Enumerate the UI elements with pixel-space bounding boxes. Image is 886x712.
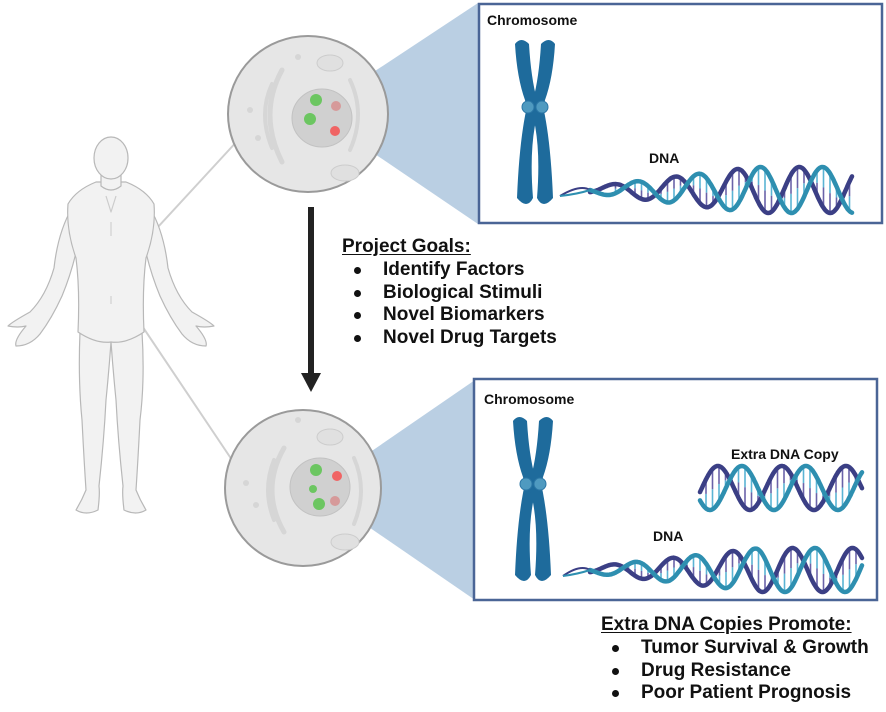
bottom-chromosome-label: Chromosome [484,391,575,407]
zoom-cone-bottom [315,380,475,600]
dna-tail [559,187,591,197]
extra-dna-effects-heading: Extra DNA Copies Promote: [601,614,852,635]
extra-dna-effect-item: Drug Resistance [601,660,869,683]
extra-dna-label: Extra DNA Copy [731,446,839,462]
nucleus-marker-green [304,113,316,125]
centromere [521,100,535,114]
nucleus-marker-red [332,471,342,481]
dna-helix-icon [559,164,855,216]
nucleus-marker-green [310,464,322,476]
dna-strand [587,545,865,595]
nucleus-marker-green [310,94,322,106]
cell-icon [227,35,389,193]
top-chromosome-label: Chromosome [487,12,578,28]
nucleus-marker-red [330,126,340,136]
centromere [533,477,547,491]
project-goal-item: Novel Drug Targets [343,327,557,350]
project-goal-item: Novel Biomarkers [343,304,557,327]
nucleus-marker-green [309,485,317,493]
chromatid-left [515,40,539,204]
dna-tail [562,569,591,577]
human-body-icon [7,136,215,514]
chromatid-left [513,417,537,581]
dna-strand [587,164,855,216]
dna-strand [587,545,865,595]
nucleus-marker-red [330,496,340,506]
nucleus-marker-red [331,101,341,111]
centromere [519,477,533,491]
extra-dna-effect-item: Poor Patient Prognosis [601,682,869,705]
chromatid-right [531,40,555,204]
project-goals-list: Identify Factors Biological Stimuli Nove… [343,259,557,349]
dna-tail [562,567,591,577]
extra-dna-effect-item: Tumor Survival & Growth [601,637,869,660]
extra-dna-effects-list: Tumor Survival & Growth Drug Resistance … [601,637,869,705]
dna-tail [559,189,591,197]
chromosome-icon [515,40,555,204]
project-goal-item: Identify Factors [343,259,557,282]
dna-helix-icon [562,545,865,595]
centromere [535,100,549,114]
arrow-down-icon [301,207,321,392]
project-goals-heading: Project Goals: [342,236,471,257]
zoom-cone-top [313,3,478,224]
chromosome-icon [513,417,553,581]
chromatid-right [529,417,553,581]
top-dna-label: DNA [649,150,680,166]
extra-dna-copy-icon [697,463,865,513]
dna-strand [587,164,855,216]
nucleus-marker-green [313,498,325,510]
dna-strand [697,463,865,513]
project-goal-item: Biological Stimuli [343,282,557,305]
cell-icon [224,409,382,567]
dna-strand [697,463,865,513]
bottom-dna-label: DNA [653,528,684,544]
